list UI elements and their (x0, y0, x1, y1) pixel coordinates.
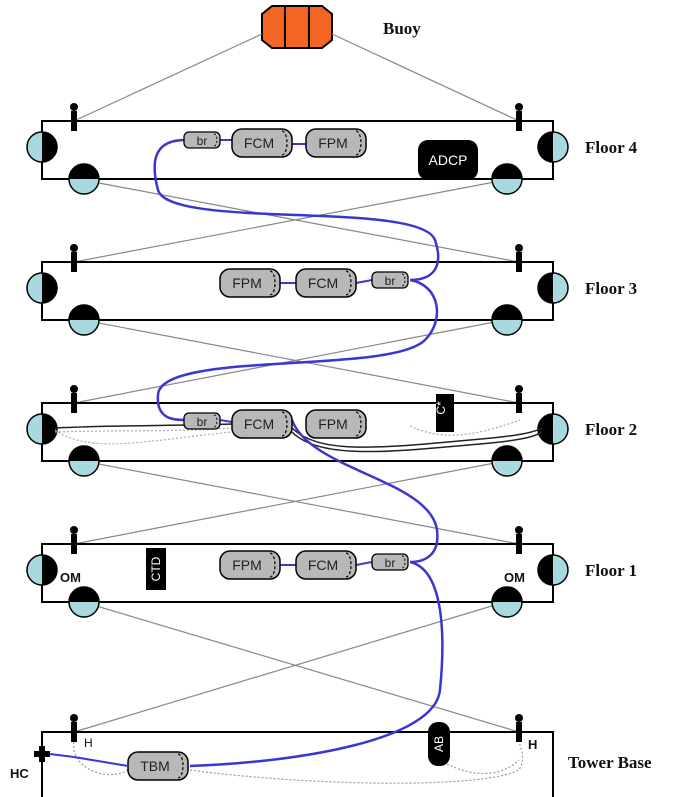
fpm-label: FPM (318, 135, 348, 151)
ab-module (428, 722, 450, 766)
floor4-label: Floor 4 (585, 138, 638, 157)
floor3-label: Floor 3 (585, 279, 637, 298)
buoy (261, 5, 333, 49)
post-icon (70, 526, 78, 554)
tower-base-frame (41, 731, 554, 797)
post-icon (70, 103, 78, 131)
optical-module-icon (26, 131, 58, 163)
optical-module-icon (537, 554, 569, 586)
floor3-modules: FPM FCM br (219, 268, 409, 298)
post-icon (70, 244, 78, 272)
adcp-module (418, 140, 478, 180)
floor1-modules: CTD FPM FCM br OM OM (60, 548, 525, 590)
fpm-label: FPM (232, 275, 262, 291)
optical-module-icon (68, 163, 100, 195)
floor1-label: Floor 1 (585, 561, 637, 580)
tower-base-dotted-cables (73, 741, 524, 784)
tower-base-modules: TBM AB HC H H (10, 722, 537, 781)
br-label: br (385, 556, 396, 570)
post-icon (70, 714, 78, 742)
optical-module-icon (491, 304, 523, 336)
optical-module-icon (537, 272, 569, 304)
c-star-label: C* (434, 401, 448, 415)
hc-label: HC (10, 766, 29, 781)
hydrophone-posts (70, 103, 523, 742)
floor2-modules: br FCM FPM C* (183, 394, 454, 439)
module-links (219, 139, 373, 566)
buoy-label: Buoy (383, 19, 421, 38)
optical-module-icon (68, 304, 100, 336)
fpm-label: FPM (232, 557, 262, 573)
main-electro-optical-cable (153, 138, 444, 768)
fpm-label: FPM (318, 416, 348, 432)
ctd-module (146, 548, 166, 590)
fcm-label: FCM (308, 557, 338, 573)
post-icon (515, 385, 523, 413)
optical-module-icon (26, 554, 58, 586)
om-label-left: OM (60, 570, 81, 585)
fcm-label: FCM (244, 135, 274, 151)
tbm-label: TBM (140, 758, 170, 774)
h-label-left: H (84, 736, 93, 750)
tower-base-label: Tower Base (568, 753, 652, 772)
post-icon (515, 244, 523, 272)
optical-module-icon (68, 586, 100, 618)
h-label-right: H (528, 737, 537, 752)
br-label: br (197, 415, 208, 429)
post-icon (70, 385, 78, 413)
fcm-label: FCM (244, 416, 274, 432)
br-label: br (385, 274, 396, 288)
optical-module-icon (537, 413, 569, 445)
c-star-module (436, 394, 454, 432)
optical-module-icon (491, 163, 523, 195)
optical-module-icon (537, 131, 569, 163)
post-icon (515, 714, 523, 742)
floor4-modules: br FCM FPM ADCP (183, 128, 478, 180)
adcp-label: ADCP (429, 152, 468, 168)
post-icon (515, 526, 523, 554)
post-icon (515, 103, 523, 131)
optical-module-icon (26, 413, 58, 445)
optical-module-icon (491, 445, 523, 477)
floor2-label: Floor 2 (585, 420, 637, 439)
optical-module-icon (68, 445, 100, 477)
om-label-right: OM (504, 570, 525, 585)
ab-label: AB (432, 736, 446, 752)
floor2-instrument-cables (54, 419, 543, 453)
br-label: br (197, 134, 208, 148)
buoy-line-right (331, 33, 520, 122)
optical-module-icon (26, 272, 58, 304)
ctd-label: CTD (149, 556, 163, 581)
fcm-label: FCM (308, 275, 338, 291)
optical-module-icon (491, 586, 523, 618)
buoy-line-left (73, 33, 263, 122)
